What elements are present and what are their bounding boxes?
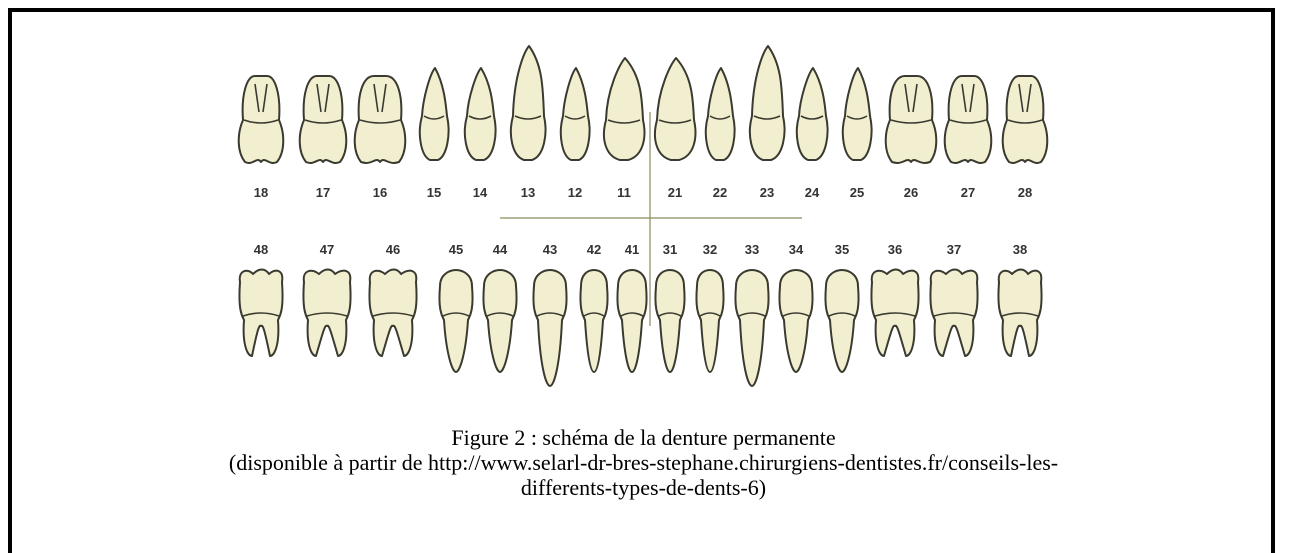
tooth-number-label: 25 xyxy=(850,185,864,200)
tooth-34: 34 xyxy=(779,242,812,372)
tooth-18: 18 xyxy=(239,76,284,200)
tooth-number-label: 22 xyxy=(713,185,727,200)
tooth-number-label: 44 xyxy=(493,242,508,257)
lower-tooth-shape xyxy=(825,270,858,372)
tooth-number-label: 27 xyxy=(961,185,975,200)
lower-tooth-shape xyxy=(533,270,566,386)
tooth-number-label: 17 xyxy=(316,185,330,200)
tooth-42: 42 xyxy=(580,242,607,372)
upper-tooth-shape xyxy=(706,68,735,160)
tooth-number-label: 33 xyxy=(745,242,759,257)
tooth-48: 48 xyxy=(239,242,282,356)
tooth-number-label: 41 xyxy=(625,242,639,257)
tooth-17: 17 xyxy=(300,76,347,200)
tooth-46: 46 xyxy=(369,242,416,356)
tooth-13: 13 xyxy=(511,46,546,200)
tooth-number-label: 35 xyxy=(835,242,849,257)
caption-source-line: (disponible à partir de http://www.selar… xyxy=(12,450,1275,475)
lower-tooth-shape xyxy=(735,270,768,386)
upper-tooth-shape xyxy=(300,76,347,163)
tooth-25: 25 xyxy=(843,68,872,200)
tooth-number-label: 37 xyxy=(947,242,961,257)
lower-tooth-shape xyxy=(439,270,472,372)
upper-tooth-shape xyxy=(945,76,992,163)
tooth-number-label: 46 xyxy=(386,242,400,257)
tooth-number-label: 15 xyxy=(427,185,441,200)
tooth-32: 32 xyxy=(696,242,723,372)
tooth-16: 16 xyxy=(355,76,406,200)
tooth-15: 15 xyxy=(420,68,449,200)
tooth-44: 44 xyxy=(483,242,516,372)
tooth-number-label: 34 xyxy=(789,242,804,257)
upper-tooth-shape xyxy=(355,76,406,163)
tooth-number-label: 23 xyxy=(760,185,774,200)
tooth-number-label: 38 xyxy=(1013,242,1027,257)
tooth-27: 27 xyxy=(945,76,992,200)
upper-tooth-shape xyxy=(604,58,644,160)
tooth-number-label: 36 xyxy=(888,242,902,257)
lower-tooth-shape xyxy=(617,270,646,372)
tooth-number-label: 14 xyxy=(473,185,488,200)
tooth-number-label: 12 xyxy=(568,185,582,200)
lower-arch: 48 47 46 45 44 43 42 41 31 32 33 34 35 36 37 38 xyxy=(239,242,1041,386)
lower-tooth-shape xyxy=(580,270,607,372)
tooth-number-label: 26 xyxy=(904,185,918,200)
upper-tooth-shape xyxy=(655,58,695,160)
tooth-21: 21 xyxy=(655,58,695,200)
tooth-number-label: 18 xyxy=(254,185,268,200)
upper-tooth-shape xyxy=(750,46,785,160)
tooth-number-label: 45 xyxy=(449,242,463,257)
lower-tooth-shape xyxy=(779,270,812,372)
tooth-43: 43 xyxy=(533,242,566,386)
upper-tooth-shape xyxy=(465,68,496,160)
tooth-14: 14 xyxy=(465,68,496,200)
lower-tooth-shape xyxy=(655,270,684,372)
tooth-24: 24 xyxy=(797,68,828,200)
upper-tooth-shape xyxy=(1003,76,1048,163)
tooth-45: 45 xyxy=(439,242,472,372)
tooth-number-label: 21 xyxy=(668,185,682,200)
caption-title: Figure 2 : schéma de la denture permanen… xyxy=(12,425,1275,450)
tooth-22: 22 xyxy=(706,68,735,200)
tooth-37: 37 xyxy=(930,242,977,356)
caption-source-line-end: differents-types-de-dents-6) xyxy=(12,475,1275,500)
tooth-number-label: 43 xyxy=(543,242,557,257)
tooth-12: 12 xyxy=(561,68,590,200)
tooth-26: 26 xyxy=(886,76,937,200)
tooth-33: 33 xyxy=(735,242,768,386)
tooth-number-label: 31 xyxy=(663,242,677,257)
tooth-36: 36 xyxy=(871,242,918,356)
tooth-28: 28 xyxy=(1003,76,1048,200)
tooth-number-label: 47 xyxy=(320,242,334,257)
tooth-number-label: 24 xyxy=(805,185,820,200)
tooth-number-label: 42 xyxy=(587,242,601,257)
upper-arch: 18 17 16 15 14 13 12 11 21 22 23 24 25 26 27 28 xyxy=(239,46,1048,200)
upper-tooth-shape xyxy=(561,68,590,160)
tooth-47: 47 xyxy=(303,242,350,356)
upper-tooth-shape xyxy=(420,68,449,160)
upper-tooth-shape xyxy=(239,76,284,163)
tooth-31: 31 xyxy=(655,242,684,372)
upper-tooth-shape xyxy=(797,68,828,160)
tooth-11: 11 xyxy=(604,58,644,200)
tooth-number-label: 48 xyxy=(254,242,268,257)
tooth-number-label: 11 xyxy=(617,185,631,200)
tooth-number-label: 13 xyxy=(521,185,535,200)
lower-tooth-shape xyxy=(483,270,516,372)
tooth-38: 38 xyxy=(998,242,1041,356)
tooth-number-label: 28 xyxy=(1018,185,1032,200)
tooth-35: 35 xyxy=(825,242,858,372)
dental-chart-diagram: 18171615141312112122232425262728 4847464… xyxy=(230,34,1050,414)
tooth-number-label: 32 xyxy=(703,242,717,257)
tooth-number-label: 16 xyxy=(373,185,387,200)
lower-tooth-shape xyxy=(696,270,723,372)
tooth-23: 23 xyxy=(750,46,785,200)
upper-tooth-shape xyxy=(843,68,872,160)
upper-tooth-shape xyxy=(886,76,937,163)
upper-tooth-shape xyxy=(511,46,546,160)
tooth-41: 41 xyxy=(617,242,646,372)
figure-caption: Figure 2 : schéma de la denture permanen… xyxy=(12,425,1275,500)
